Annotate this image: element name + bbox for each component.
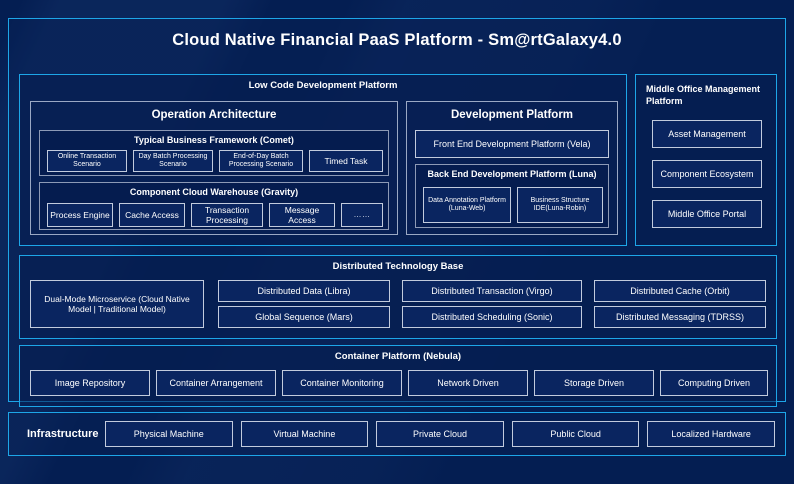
- box-component-ecosystem[interactable]: Component Ecosystem: [652, 160, 762, 188]
- page-title: Cloud Native Financial PaaS Platform - S…: [172, 31, 622, 49]
- box-data-annotation-platform[interactable]: Data Annotation Platform (Luna-Web): [423, 187, 511, 223]
- subgroup-title-comet: Typical Business Framework (Comet): [134, 135, 294, 145]
- box-global-sequence[interactable]: Global Sequence (Mars): [218, 306, 390, 328]
- box-process-engine[interactable]: Process Engine: [47, 203, 113, 227]
- box-container-monitoring[interactable]: Container Monitoring: [282, 370, 402, 396]
- subgroup-title-gravity: Component Cloud Warehouse (Gravity): [129, 187, 299, 197]
- box-storage-driven[interactable]: Storage Driven: [534, 370, 654, 396]
- box-dual-mode-microservice[interactable]: Dual-Mode Microservice (Cloud Native Mod…: [30, 280, 204, 328]
- section-middle-office-management-platform: Middle Office Management Platform Asset …: [635, 74, 777, 246]
- box-front-end-development-platform[interactable]: Front End Development Platform (Vela): [415, 130, 609, 158]
- box-end-of-day-batch-processing-scenario[interactable]: End-of-Day Batch Processing Scenario: [219, 150, 303, 172]
- box-more-components[interactable]: ……: [341, 203, 383, 227]
- box-asset-management[interactable]: Asset Management: [652, 120, 762, 148]
- group-title-operation-architecture: Operation Architecture: [151, 109, 277, 121]
- group-title-development-platform: Development Platform: [450, 109, 574, 121]
- box-cache-access[interactable]: Cache Access: [119, 203, 185, 227]
- subgroup-typical-business-framework: Typical Business Framework (Comet) Onlin…: [39, 130, 389, 176]
- box-distributed-cache[interactable]: Distributed Cache (Orbit): [594, 280, 766, 302]
- box-virtual-machine[interactable]: Virtual Machine: [240, 421, 369, 447]
- box-distributed-scheduling[interactable]: Distributed Scheduling (Sonic): [402, 306, 582, 328]
- subgroup-back-end-development-platform: Back End Development Platform (Luna) Dat…: [415, 164, 609, 228]
- box-container-arrangement[interactable]: Container Arrangement: [156, 370, 276, 396]
- main-platform-panel: Cloud Native Financial PaaS Platform - S…: [8, 18, 786, 407]
- group-operation-architecture: Operation Architecture Typical Business …: [30, 101, 398, 235]
- box-online-transaction-scenario[interactable]: Online Transaction Scenario: [47, 150, 127, 172]
- section-title-distributed-technology-base: Distributed Technology Base: [332, 261, 464, 272]
- box-physical-machine[interactable]: Physical Machine: [105, 421, 233, 447]
- section-container-platform: Container Platform (Nebula) Image Reposi…: [19, 345, 777, 407]
- section-distributed-technology-base: Distributed Technology Base Dual-Mode Mi…: [19, 255, 777, 339]
- infrastructure-label: Infrastructure: [27, 428, 99, 440]
- box-timed-task[interactable]: Timed Task: [309, 150, 383, 172]
- group-development-platform: Development Platform Front End Developme…: [406, 101, 618, 235]
- subgroup-component-cloud-warehouse: Component Cloud Warehouse (Gravity) Proc…: [39, 182, 389, 230]
- infrastructure-panel: Infrastructure Physical Machine Virtual …: [8, 412, 786, 456]
- box-distributed-transaction[interactable]: Distributed Transaction (Virgo): [402, 280, 582, 302]
- box-network-driven[interactable]: Network Driven: [408, 370, 528, 396]
- box-transaction-processing[interactable]: Transaction Processing: [191, 203, 263, 227]
- section-title-container-platform: Container Platform (Nebula): [334, 351, 462, 362]
- subgroup-title-luna: Back End Development Platform (Luna): [427, 169, 597, 179]
- box-public-cloud[interactable]: Public Cloud: [511, 421, 640, 447]
- section-title-low-code: Low Code Development Platform: [248, 80, 398, 91]
- box-business-structure-ide[interactable]: Business Structure IDE(Luna-Robin): [517, 187, 603, 223]
- box-day-batch-processing-scenario[interactable]: Day Batch Processing Scenario: [133, 150, 213, 172]
- section-low-code-development-platform: Low Code Development Platform Operation …: [19, 74, 627, 246]
- box-localized-hardware[interactable]: Localized Hardware: [647, 421, 775, 447]
- box-middle-office-portal[interactable]: Middle Office Portal: [652, 200, 762, 228]
- box-distributed-messaging[interactable]: Distributed Messaging (TDRSS): [594, 306, 766, 328]
- section-title-middle-office: Middle Office Management Platform: [646, 84, 761, 106]
- box-message-access[interactable]: Message Access: [269, 203, 335, 227]
- box-distributed-data[interactable]: Distributed Data (Libra): [218, 280, 390, 302]
- box-private-cloud[interactable]: Private Cloud: [376, 421, 504, 447]
- box-computing-driven[interactable]: Computing Driven: [660, 370, 768, 396]
- box-image-repository[interactable]: Image Repository: [30, 370, 150, 396]
